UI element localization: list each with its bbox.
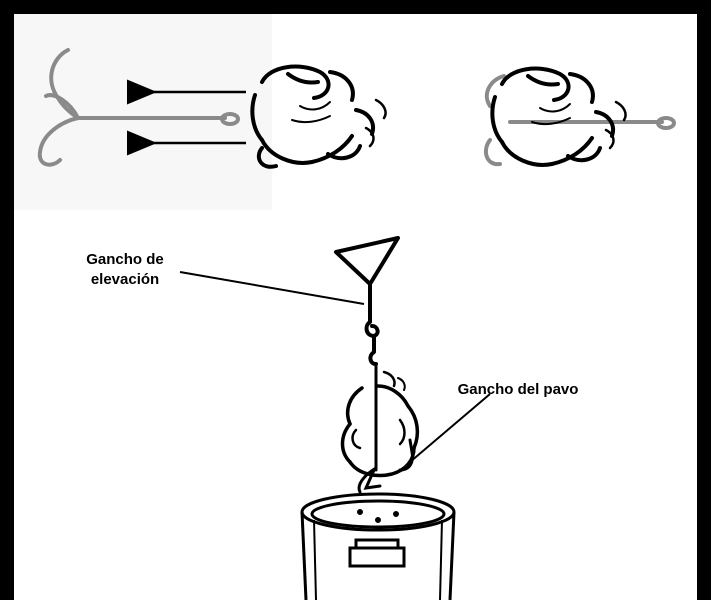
lifting-hook-label-line1: Gancho de: [86, 251, 164, 268]
lifting-hook-icon: [334, 236, 400, 366]
turkey-icon-3: [340, 370, 420, 490]
turkey-hook-label: Gancho del pavo: [428, 380, 608, 400]
turkey-icon-2: [490, 66, 627, 167]
lifting-hook-label-line2: elevación: [90, 271, 160, 288]
top-left-panel: [14, 14, 272, 210]
turkey-icon: [250, 64, 387, 169]
lifting-hook-label: Gancho de elevación: [60, 250, 190, 290]
turkey-hook-leader-line: [409, 393, 491, 463]
fryer-pot-icon: [300, 492, 456, 600]
lifting-hook-leader-line: [179, 271, 365, 305]
arrow-icon: [127, 79, 246, 156]
turkey-hook-label-text: Gancho del pavo: [457, 381, 579, 398]
turkey-hook-icon: [37, 48, 240, 167]
